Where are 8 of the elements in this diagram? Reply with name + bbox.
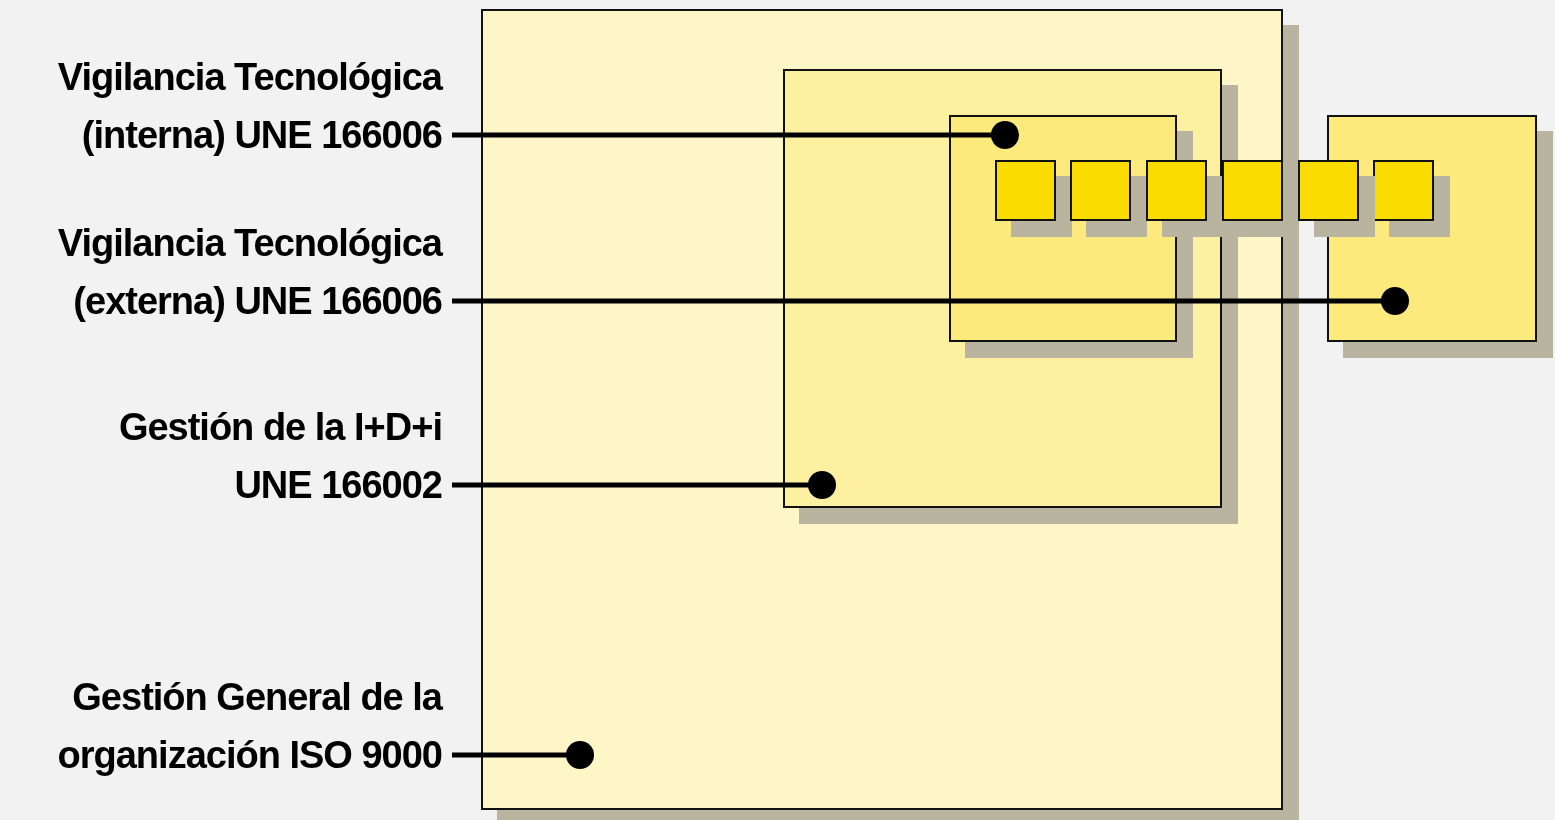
leader-line bbox=[452, 471, 836, 499]
leader-label: Vigilancia Tecnológica (interna) UNE 166006 bbox=[10, 48, 442, 164]
leader-line bbox=[452, 741, 594, 769]
leader-line bbox=[452, 287, 1409, 315]
leader-label: Vigilancia Tecnológica (externa) UNE 166006 bbox=[10, 214, 442, 330]
leader-line bbox=[452, 121, 1019, 149]
leader-label: Gestión de la I+D+i UNE 166002 bbox=[62, 398, 442, 514]
leader-label: Gestión General de la organización ISO 9000 bbox=[10, 668, 442, 784]
